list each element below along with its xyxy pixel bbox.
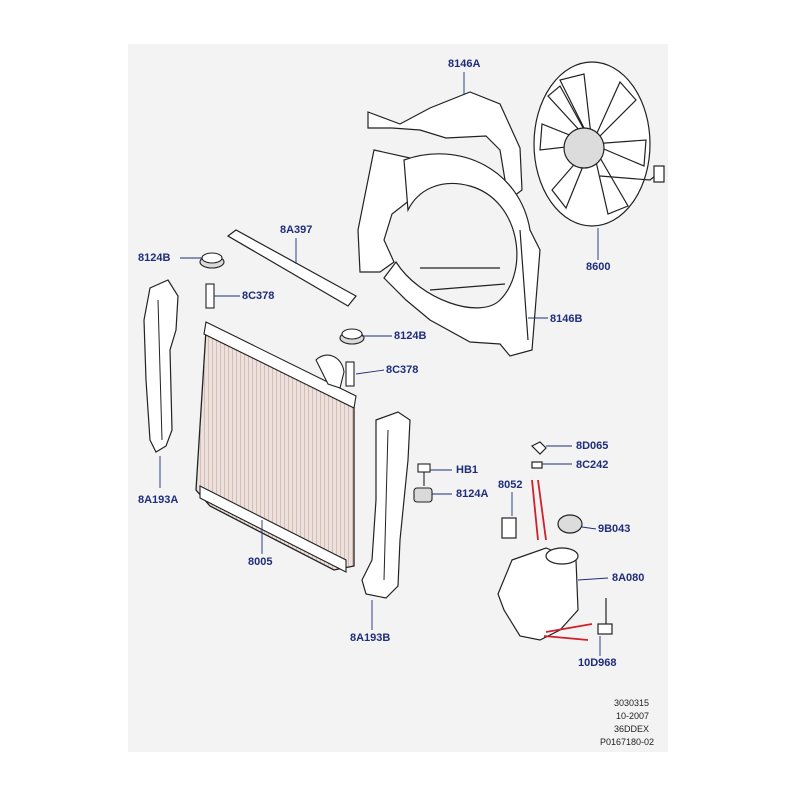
callout-8146a: 8146A bbox=[448, 58, 481, 70]
bolt-hb1 bbox=[417, 463, 431, 486]
radiator-bracket-right bbox=[361, 411, 411, 599]
insulator-mount-8124b-left bbox=[199, 252, 225, 269]
radiator-bracket-left bbox=[143, 279, 179, 453]
callout-8052: 8052 bbox=[498, 479, 523, 491]
callout-8c378-left: 8C378 bbox=[242, 290, 275, 302]
air-deflector-strip bbox=[226, 229, 357, 307]
callout-8124a: 8124A bbox=[456, 488, 489, 500]
callout-8005: 8005 bbox=[248, 556, 273, 568]
callout-8146b: 8146B bbox=[550, 313, 583, 325]
clip-8c378-left bbox=[205, 283, 215, 309]
callout-8124b-left: 8124B bbox=[138, 252, 171, 264]
callout-8600: 8600 bbox=[586, 261, 611, 273]
callout-8124b-mid: 8124B bbox=[394, 330, 427, 342]
radiator bbox=[195, 321, 357, 573]
footer-illustration-number: 3030315 bbox=[614, 698, 650, 708]
leader-lines bbox=[159, 72, 609, 656]
callout-8d065: 8D065 bbox=[576, 440, 609, 452]
expansion-tank bbox=[497, 441, 613, 641]
fan-shroud bbox=[357, 91, 541, 357]
callout-9b043: 9B043 bbox=[598, 523, 631, 535]
callout-8c378-mid: 8C378 bbox=[386, 364, 419, 376]
footer-date: 10-2007 bbox=[616, 711, 650, 721]
callout-8a193a: 8A193A bbox=[138, 494, 179, 506]
callout-10d968: 10D968 bbox=[578, 657, 617, 669]
callout-8a397: 8A397 bbox=[280, 224, 313, 236]
callout-8c242: 8C242 bbox=[576, 459, 609, 471]
hose-highlight bbox=[531, 479, 593, 641]
insulator-mount-8124b-mid bbox=[339, 328, 365, 345]
insulator-mount-8124a bbox=[413, 487, 433, 503]
footer-drawing-number: P0167180-02 bbox=[600, 737, 655, 747]
clip-8c378-mid bbox=[345, 361, 355, 387]
callout-hb1: HB1 bbox=[456, 464, 479, 476]
callout-8a080: 8A080 bbox=[612, 572, 645, 584]
cooling-fan bbox=[533, 61, 665, 227]
footer-model-code: 36DDEX bbox=[614, 724, 650, 734]
callout-8a193b: 8A193B bbox=[350, 632, 391, 644]
